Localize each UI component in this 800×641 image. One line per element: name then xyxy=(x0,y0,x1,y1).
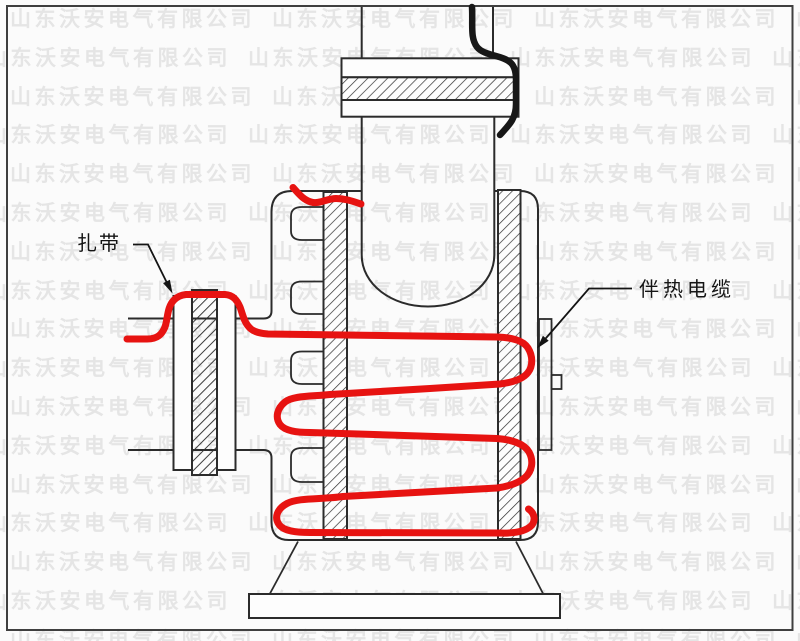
watermark-text: 山东沃安电气有限公司 xyxy=(272,551,517,575)
watermark-text: 山东沃安电气有限公司 xyxy=(248,357,493,381)
watermark-text: 山东沃安电气有限公司 xyxy=(796,624,800,641)
watermark-text: 山东沃安电气有限公司 xyxy=(534,628,779,641)
watermark-text: 山东沃安电气有限公司 xyxy=(10,551,255,575)
label-cable-tie: 扎带 xyxy=(77,233,121,255)
watermark-text: 山东沃安电气有限公司 xyxy=(796,546,800,576)
top-pipe xyxy=(360,7,494,59)
side-bracket xyxy=(538,318,563,451)
stub-tie-band xyxy=(172,289,237,476)
watermark-text: 山东沃安电气有限公司 xyxy=(10,473,255,497)
leader-arrowhead xyxy=(537,335,549,349)
right-tie-band xyxy=(497,189,522,540)
watermark-text: 山东沃安电气有限公司 xyxy=(510,279,755,303)
watermark-text: 山东沃安电气有限公司 xyxy=(272,163,517,187)
watermark-text: 山东沃安电气有限公司 xyxy=(534,240,779,264)
heat-trace-cable-end xyxy=(289,184,365,208)
left-tie-band xyxy=(322,191,348,540)
watermark-text: 山东沃安电气有限公司 xyxy=(796,391,800,421)
watermark-text: 山东沃安电气有限公司 xyxy=(510,434,755,458)
watermark-text: 山东沃安电气有限公司 xyxy=(248,124,493,148)
leader-heat-cable xyxy=(537,287,632,349)
watermark-text: 山东沃安电气有限公司 xyxy=(10,163,255,187)
watermark-text: 山东沃安电气有限公司 xyxy=(10,240,255,264)
pipe-flange xyxy=(340,57,520,118)
watermark-text: 山东沃安电气有限公司 xyxy=(0,590,231,613)
watermark-text: 山东沃安电气有限公司 xyxy=(10,8,255,31)
leader-arrowhead xyxy=(163,279,173,294)
watermark-text: 山东沃安电气有限公司 xyxy=(510,512,755,536)
watermark-text: 山东沃安电气有限公司 xyxy=(0,434,231,458)
watermark-text: 山东沃安电气有限公司 xyxy=(796,81,800,111)
watermark-text: 山东沃安电气有限公司 xyxy=(0,512,231,536)
watermark-text: 山东沃安电气有限公司 xyxy=(510,46,755,70)
watermark-text: 山东沃安电气有限公司 xyxy=(248,434,493,458)
watermark-text: 山东沃安电气有限公司 xyxy=(534,396,779,419)
watermark-text: 山东沃安电气有限公司 xyxy=(0,357,231,381)
watermark-text: 山东沃安电气有限公司 xyxy=(510,357,755,381)
watermark-text: 山东沃安电气有限公司 xyxy=(248,279,493,303)
watermark-text: 山东沃安电气有限公司 xyxy=(534,85,779,109)
watermark-text: 山东沃安电气有限公司 xyxy=(272,8,517,31)
watermark-text: 山东沃安电气有限公司 xyxy=(0,124,231,148)
watermark-text: 山东沃安电气有限公司 xyxy=(0,202,231,225)
watermark-text: 山东沃安电气有限公司 xyxy=(796,313,800,343)
watermark-text: 山东沃安电气有限公司 xyxy=(534,163,779,187)
heat-trace-cable xyxy=(123,291,538,537)
power-lead-cable xyxy=(468,3,520,139)
pedestal xyxy=(269,541,544,594)
watermark-text: 山东沃安电气有限公司 xyxy=(534,318,779,342)
watermark-text: 山东沃安电气有限公司 xyxy=(510,202,755,225)
watermark-text: 山东沃安电气有限公司 xyxy=(534,473,779,497)
watermark-text: 山东沃安电气有限公司 xyxy=(796,469,800,499)
watermark-text: 山东沃安电气有限公司 xyxy=(510,590,755,613)
watermark-text: 山东沃安电气有限公司 xyxy=(272,628,517,641)
watermark-row: 山东沃安电气有限公司 山东沃安电气有限公司 山东沃安电气有限公司 山东沃安电气有限公司 xyxy=(10,624,800,641)
watermark-text: 山东沃安电气有限公司 xyxy=(0,46,231,70)
base-plate xyxy=(248,593,561,619)
body-clip-tabs xyxy=(290,206,325,483)
watermark-text: 山东沃安电气有限公司 xyxy=(10,85,255,109)
frame-border xyxy=(6,5,794,631)
watermark-text: 山东沃安电气有限公司 xyxy=(10,628,255,641)
watermark-text: 山东沃安电气有限公司 xyxy=(796,236,800,266)
watermark-text: 山东沃安电气有限公司 xyxy=(796,3,800,33)
watermark-text: 山东沃安电气有限公司 xyxy=(534,551,779,575)
watermark-text: 山东沃安电气有限公司 xyxy=(796,158,800,188)
label-heat-trace-cable: 伴热电缆 xyxy=(639,279,735,301)
valve-body-outline xyxy=(128,190,539,541)
watermark-text: 山东沃安电气有限公司 xyxy=(534,8,779,31)
leader-cable-tie xyxy=(133,243,173,294)
watermark-text: 山东沃安电气有限公司 xyxy=(510,124,755,148)
inner-u-pipe xyxy=(360,116,496,308)
